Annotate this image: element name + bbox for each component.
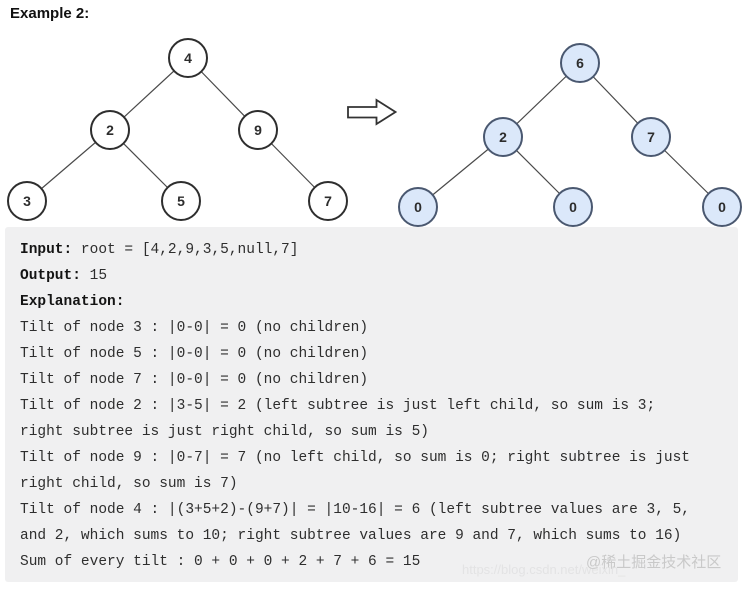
- tilt-node-right: 7: [631, 117, 671, 157]
- output-label: Output:: [20, 268, 81, 284]
- node-value: 2: [106, 122, 114, 138]
- code-line: Tilt of node 5 : |0-0| = 0 (no children): [20, 341, 723, 367]
- input-node-right: 9: [238, 110, 278, 150]
- code-line: Tilt of node 4 : |(3+5+2)-(9+7)| = |10-1…: [20, 497, 723, 523]
- example-code-block: Input: root = [4,2,9,3,5,null,7] Output:…: [5, 227, 738, 582]
- tilt-node-root: 6: [560, 43, 600, 83]
- line-text: right subtree is just right child, so su…: [20, 424, 429, 440]
- tilt-node-left-left: 0: [398, 187, 438, 227]
- code-line-explanation: Explanation:: [20, 289, 723, 315]
- node-value: 6: [576, 55, 584, 71]
- line-text: Tilt of node 4 : |(3+5+2)-(9+7)| = |10-1…: [20, 502, 691, 518]
- code-line: Tilt of node 3 : |0-0| = 0 (no children): [20, 315, 723, 341]
- input-value: root = [4,2,9,3,5,null,7]: [72, 242, 299, 258]
- node-value: 5: [177, 193, 185, 209]
- line-text: Tilt of node 2 : |3-5| = 2 (left subtree…: [20, 398, 656, 414]
- output-value: 15: [80, 268, 108, 284]
- input-label: Input:: [20, 242, 73, 258]
- node-value: 4: [184, 50, 192, 66]
- node-value: 2: [499, 129, 507, 145]
- line-text: Tilt of node 3 : |0-0| = 0 (no children): [20, 320, 369, 336]
- input-node-left-left: 3: [7, 181, 47, 221]
- node-value: 7: [324, 193, 332, 209]
- code-line: Tilt of node 9 : |0-7| = 7 (no left chil…: [20, 445, 723, 471]
- code-line: Tilt of node 2 : |3-5| = 2 (left subtree…: [20, 393, 723, 419]
- code-line: right subtree is just right child, so su…: [20, 419, 723, 445]
- csdn-url-watermark: https://blog.csdn.net/weixin_: [462, 562, 626, 577]
- line-text: right child, so sum is 7): [20, 476, 238, 492]
- input-node-right-right: 7: [308, 181, 348, 221]
- code-line-input: Input: root = [4,2,9,3,5,null,7]: [20, 237, 723, 263]
- node-value: 0: [569, 199, 577, 215]
- input-node-left: 2: [90, 110, 130, 150]
- line-text: Sum of every tilt : 0 + 0 + 0 + 2 + 7 + …: [20, 554, 421, 570]
- node-value: 9: [254, 122, 262, 138]
- code-line: Tilt of node 7 : |0-0| = 0 (no children): [20, 367, 723, 393]
- right-arrow-icon: [347, 98, 397, 126]
- node-value: 0: [718, 199, 726, 215]
- line-text: and 2, which sums to 10; right subtree v…: [20, 528, 682, 544]
- tilt-node-right-right: 0: [702, 187, 742, 227]
- input-node-root: 4: [168, 38, 208, 78]
- tilt-node-left: 2: [483, 117, 523, 157]
- code-line: and 2, which sums to 10; right subtree v…: [20, 523, 723, 549]
- code-line: right child, so sum is 7): [20, 471, 723, 497]
- node-value: 0: [414, 199, 422, 215]
- node-value: 7: [647, 129, 655, 145]
- line-text: Tilt of node 9 : |0-7| = 7 (no left chil…: [20, 450, 691, 466]
- tree-diagram: 4 2 9 3 5 7 6 2 7 0: [0, 0, 747, 230]
- code-line-output: Output: 15: [20, 263, 723, 289]
- juejin-community-watermark: @稀土掘金技术社区: [586, 554, 722, 571]
- line-text: Tilt of node 7 : |0-0| = 0 (no children): [20, 372, 369, 388]
- input-node-left-right: 5: [161, 181, 201, 221]
- example-heading: Example 2:: [10, 5, 90, 22]
- line-text: Tilt of node 5 : |0-0| = 0 (no children): [20, 346, 369, 362]
- code-line-sum: Sum of every tilt : 0 + 0 + 0 + 2 + 7 + …: [20, 549, 723, 575]
- tilt-node-left-right: 0: [553, 187, 593, 227]
- explanation-label: Explanation:: [20, 294, 125, 310]
- node-value: 3: [23, 193, 31, 209]
